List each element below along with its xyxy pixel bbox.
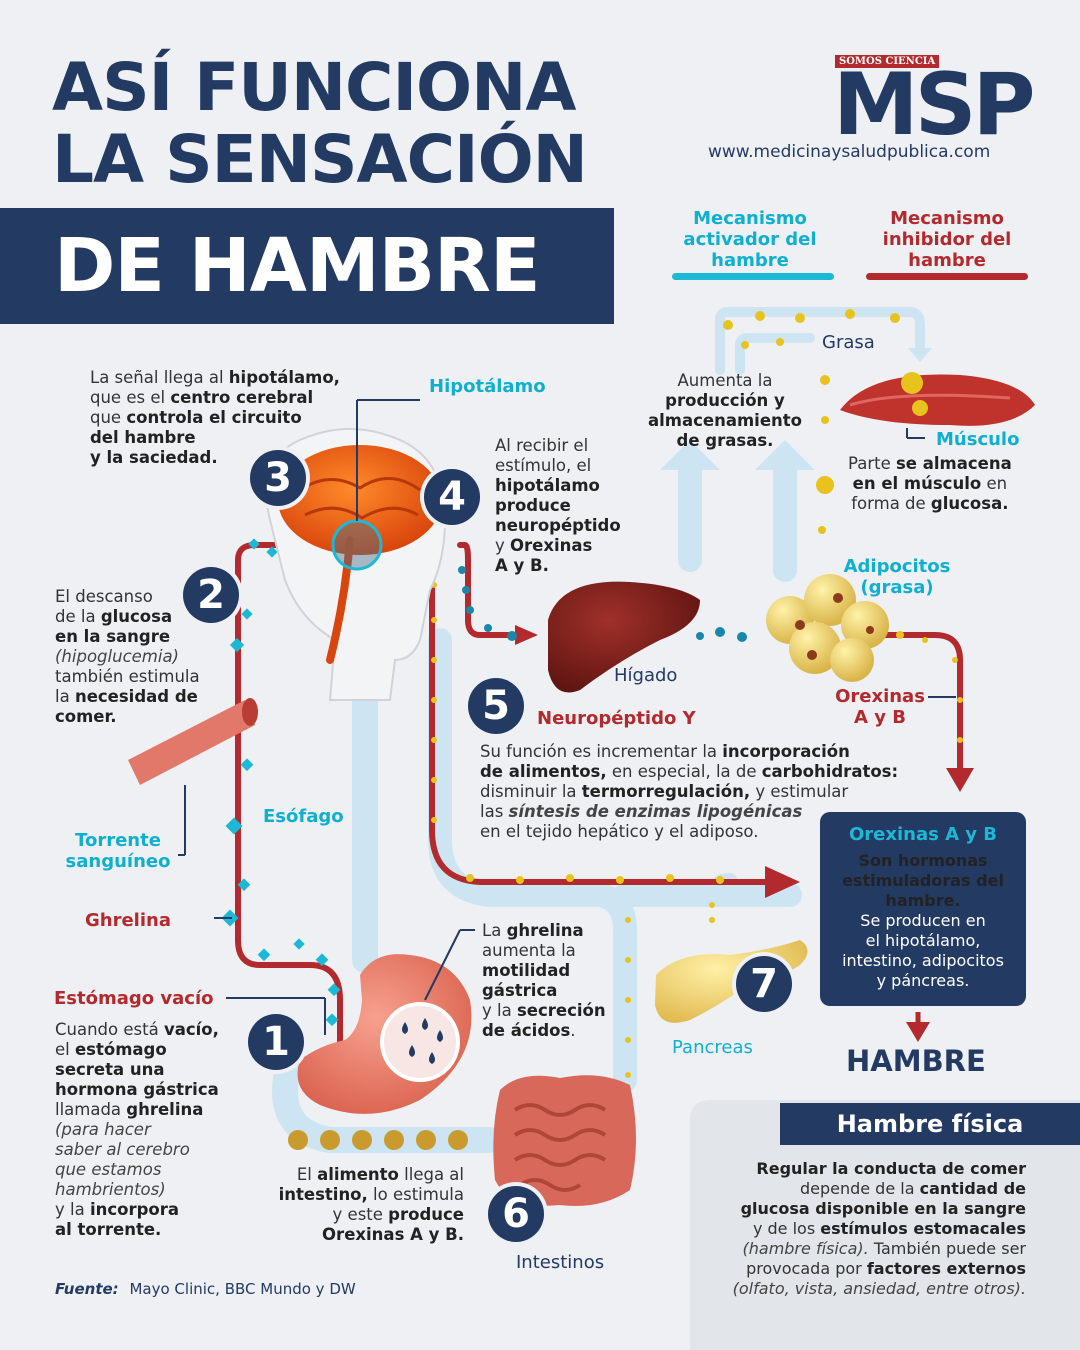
head-illustration — [265, 399, 447, 701]
step-5-badge: 5 — [468, 678, 524, 734]
source-line: Fuente: Mayo Clinic, BBC Mundo y DW — [55, 1280, 356, 1298]
step-4-badge: 4 — [424, 469, 480, 525]
red-pathways — [235, 542, 963, 1048]
step-2-badge: 2 — [183, 567, 239, 623]
hambre-fisica-title: Hambre física — [780, 1103, 1080, 1145]
hambre-label: HAMBRE — [846, 1044, 986, 1078]
label-hipotalamo: Hipotálamo — [429, 376, 546, 397]
legend-activator: Mecanismo activador del hambre — [683, 208, 817, 271]
bottom-panel-shape — [690, 1100, 1080, 1350]
up-arrow-2 — [755, 440, 815, 470]
stomach-illustration — [226, 929, 475, 1114]
arrow-to-box — [765, 866, 800, 898]
step-7-badge: 7 — [736, 956, 792, 1012]
down-arrow-grasa — [908, 348, 932, 362]
label-torrente: Torrente sanguíneo — [65, 830, 171, 872]
title-band: DE HAMBRE — [0, 208, 614, 324]
intestines-illustration — [493, 1075, 636, 1206]
source-text: Mayo Clinic, BBC Mundo y DW — [129, 1280, 356, 1298]
arrow-to-liver — [515, 625, 538, 645]
arrow-hambre-down — [906, 1022, 930, 1042]
neuropeptide-particles — [458, 566, 747, 642]
label-esofago: Esófago — [263, 806, 344, 827]
label-grasa: Grasa — [822, 332, 875, 353]
blood-vessel-illustration — [128, 698, 258, 856]
label-intestinos: Intestinos — [516, 1252, 605, 1273]
title-line-2: LA SENSACIÓN — [52, 121, 588, 198]
label-ghrelina: Ghrelina — [85, 910, 171, 931]
digestive-track — [272, 307, 925, 1153]
brand-url[interactable]: www.medicinaysaludpublica.com — [708, 142, 991, 162]
brand-tag: SOMOS CIENCIA — [835, 55, 940, 68]
title-line-3: DE HAMBRE — [54, 223, 541, 309]
legend-activator-bar — [672, 273, 834, 280]
step-3-badge: 3 — [250, 450, 306, 506]
brand-logo: MSP — [833, 55, 1036, 155]
label-musculo: Músculo — [936, 429, 1020, 450]
legend-inhibitor: Mecanismo inhibidor del hambre — [882, 208, 1012, 271]
title-line-1: ASÍ FUNCIONA — [52, 49, 576, 126]
label-neuropeptido: Neuropéptido Y — [537, 708, 696, 729]
label-adipocitos: Adipocitos (grasa) — [843, 556, 951, 598]
label-orexinas: Orexinas A y B — [835, 686, 925, 728]
legend-inhibitor-bar — [866, 273, 1028, 280]
label-estomago: Estómago vacío — [54, 988, 214, 1009]
source-label: Fuente: — [55, 1280, 119, 1298]
step-6-badge: 6 — [488, 1186, 544, 1242]
text-step-3: La señal llega al hipotálamo,que es el c… — [90, 368, 340, 467]
orexinas-box-title: Orexinas A y B — [848, 824, 998, 845]
up-arrow-1 — [660, 440, 720, 470]
label-higado: Hígado — [614, 665, 678, 686]
muscle-illustration — [840, 372, 1035, 439]
liver-illustration — [548, 581, 700, 693]
step-1-badge: 1 — [248, 1014, 304, 1070]
adipocytes-illustration — [766, 574, 889, 682]
text-step-5: Su función es incrementar la incorporaci… — [480, 742, 899, 841]
label-pancreas: Pancreas — [672, 1037, 753, 1058]
orexinas-particles — [288, 309, 963, 1150]
arrow-orexinas-down — [946, 768, 974, 792]
